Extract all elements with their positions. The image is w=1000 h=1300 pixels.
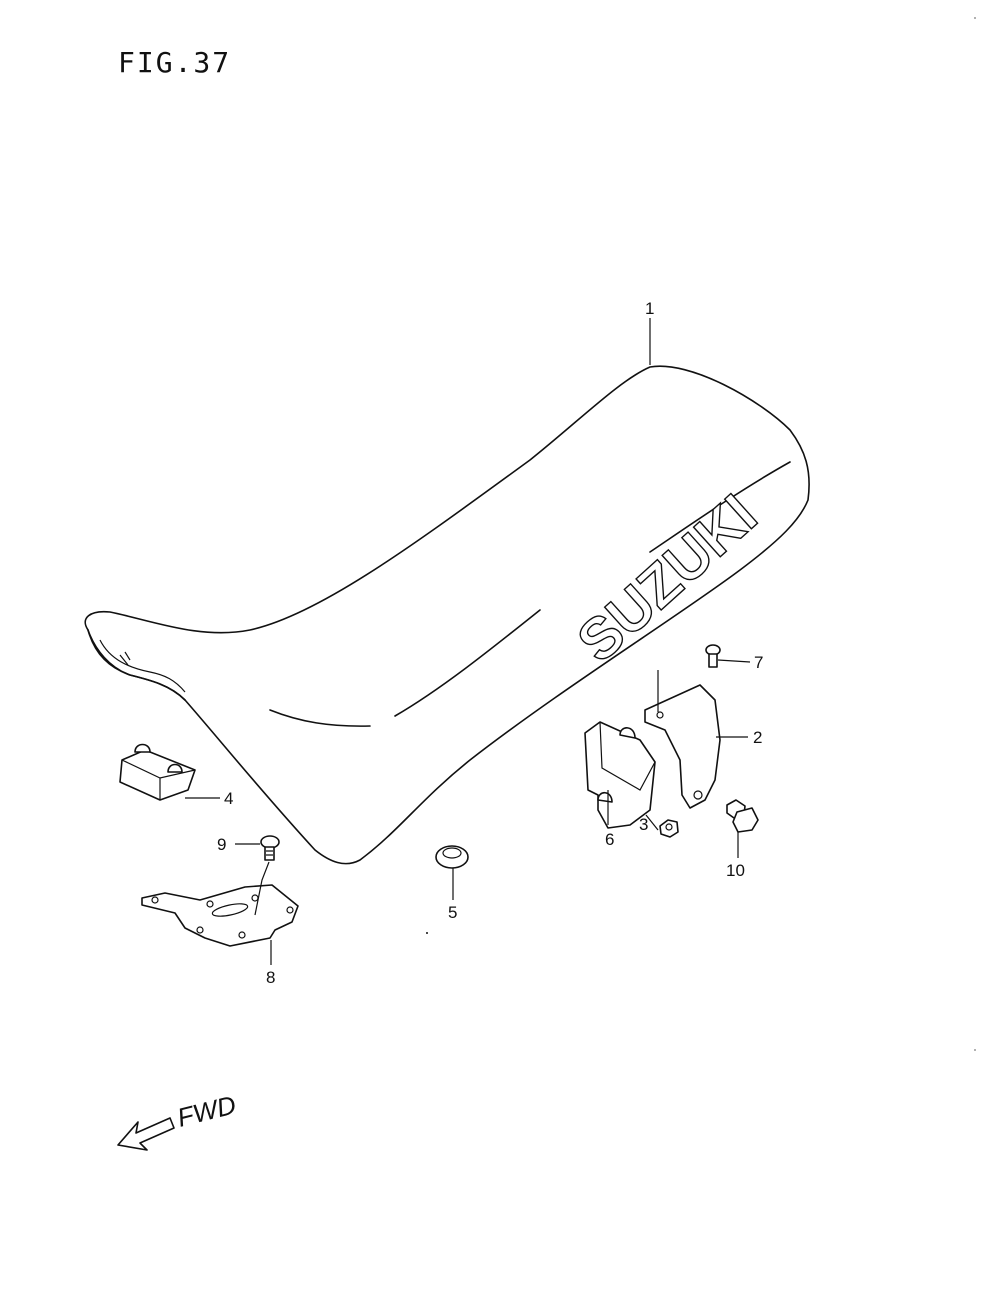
scan-specks bbox=[426, 17, 976, 1051]
forward-arrow-icon bbox=[117, 1117, 175, 1151]
forward-direction-label: FWD bbox=[174, 1089, 239, 1132]
seat-bracket-plate bbox=[141, 884, 299, 947]
rubber-block bbox=[119, 743, 196, 801]
seat-hook bbox=[584, 721, 656, 829]
seat-bracket bbox=[644, 684, 721, 809]
callout-4: 4 bbox=[224, 789, 233, 808]
bolt-10 bbox=[726, 799, 759, 833]
seat-brand-logo: SUZUKI bbox=[565, 482, 769, 675]
callout-3: 3 bbox=[639, 815, 648, 834]
bolt-9 bbox=[260, 835, 280, 861]
callout-6: 6 bbox=[605, 830, 614, 849]
callout-8: 8 bbox=[266, 968, 275, 987]
callout-2: 2 bbox=[753, 728, 762, 747]
grommet bbox=[435, 845, 469, 869]
bolt-7 bbox=[705, 644, 721, 668]
callout-9: 9 bbox=[217, 835, 226, 854]
callout-10: 10 bbox=[726, 861, 745, 880]
leader-lines bbox=[185, 318, 751, 965]
figure-title: FIG.37 bbox=[118, 46, 232, 79]
callout-1: 1 bbox=[645, 299, 654, 318]
nut bbox=[659, 819, 679, 838]
callout-5: 5 bbox=[448, 903, 457, 922]
callout-labels: 1 2 3 4 5 6 7 8 9 10 bbox=[217, 299, 763, 987]
callout-7: 7 bbox=[754, 653, 763, 672]
